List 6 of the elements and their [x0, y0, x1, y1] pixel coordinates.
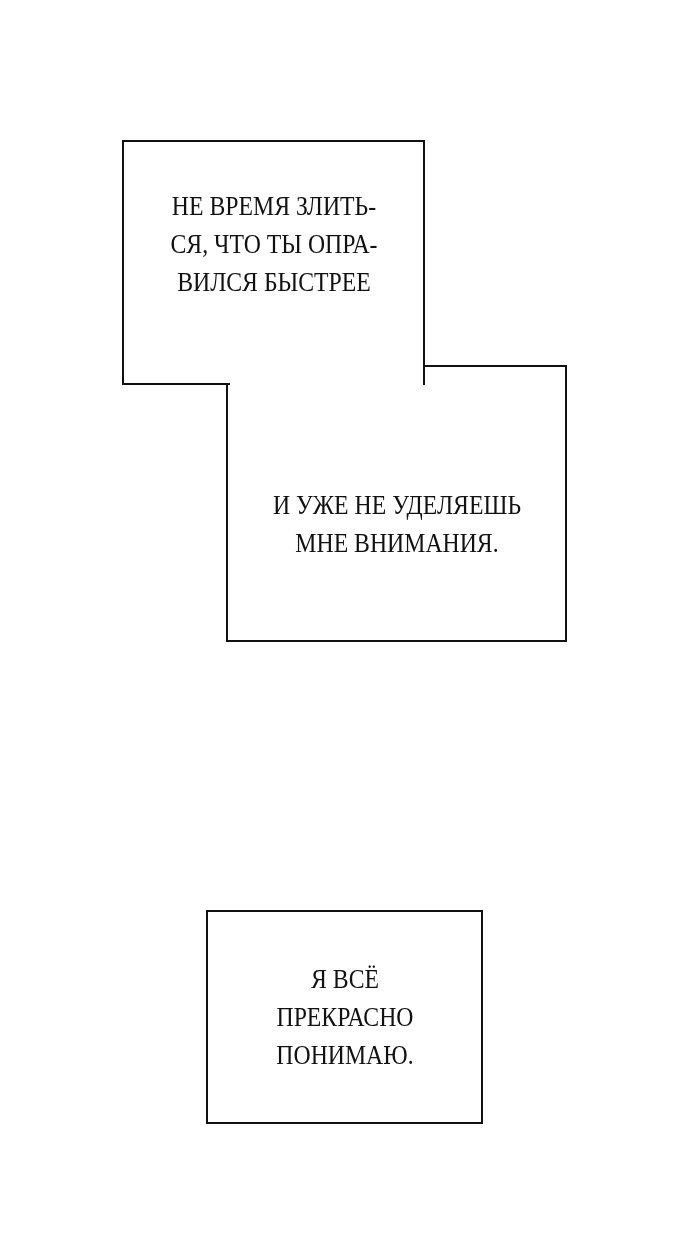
- caption-box: [122, 140, 425, 385]
- caption-text: НЕ ВРЕМЯ ЗЛИТЬ- СЯ, ЧТО ТЫ ОПРА- ВИЛСЯ БЫСТРЕЕ: [168, 189, 378, 299]
- caption-text: Я ВСЁ ПРЕКРАСНО ПОНИМАЮ.: [274, 963, 415, 1072]
- caption-box: [226, 365, 567, 642]
- caption-box: [206, 910, 483, 1124]
- caption-text: И УЖЕ НЕ УДЕЛЯЕШЬ МНЕ ВНИМАНИЯ.: [271, 488, 522, 560]
